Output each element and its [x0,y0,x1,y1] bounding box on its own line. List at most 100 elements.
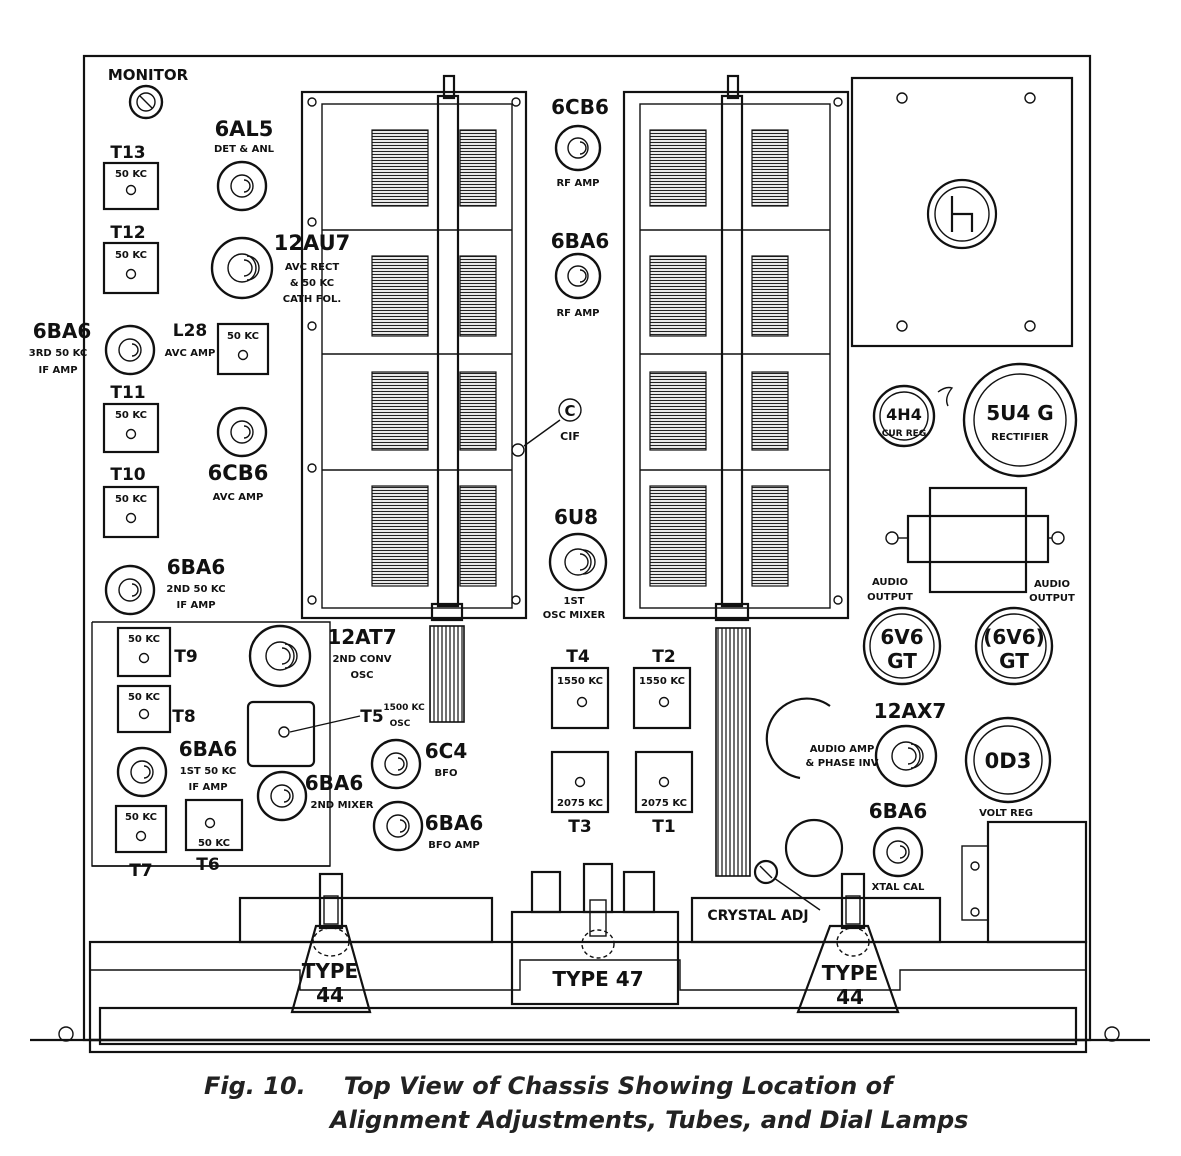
svg-text:50 KC: 50 KC [115,410,147,421]
tube-6ba6-2nd-mixer[interactable]: 6BA6 2ND MIXER [256,770,374,822]
tube-6ba6-bfo-amp[interactable]: 6BA6 BFO AMP [372,800,484,852]
svg-text:1550 KC: 1550 KC [557,676,603,687]
svg-text:T10: T10 [110,465,145,485]
tube-6ba6-3rd-if[interactable]: 6BA6 3RD 50 KC IF AMP [29,319,156,376]
transformer-t7[interactable]: 50 KC T7 [114,804,168,881]
svg-text:T1: T1 [652,817,675,837]
svg-text:3RD 50 KC: 3RD 50 KC [29,348,87,359]
transformer-t4[interactable]: T4 1550 KC [550,647,610,730]
svg-text:6CB6: 6CB6 [208,461,269,485]
svg-text:6C4: 6C4 [425,739,468,763]
tube-4h4[interactable]: 4H4 CUR REG [872,384,954,448]
svg-text:& PHASE INV: & PHASE INV [806,758,879,769]
svg-text:RECTIFIER: RECTIFIER [991,432,1049,443]
tube-6v6-left[interactable]: 6V6 GT [862,606,942,686]
svg-text:T12: T12 [110,223,145,243]
svg-text:50 KC: 50 KC [128,634,160,645]
svg-text:2075 KC: 2075 KC [641,798,687,809]
tube-0d3[interactable]: 0D3 VOLT REG [964,716,1052,819]
tube-6v6-right[interactable]: (6V6) GT [974,606,1054,686]
svg-text:T5: T5 [360,707,383,727]
tube-12at7[interactable]: 12AT7 2ND CONV OSC [248,624,397,688]
svg-text:2075 KC: 2075 KC [557,798,603,809]
transformer-t5[interactable]: T5 1500 KC OSC [246,700,425,768]
tube-12ax7[interactable]: 12AX7 AUDIO AMP & PHASE INV [806,699,947,788]
svg-text:IF AMP: IF AMP [38,365,77,376]
svg-text:TYPE: TYPE [822,961,878,985]
transformer-t8[interactable]: 50 KC T8 [116,684,196,734]
tube-5u4g[interactable]: 5U4 G RECTIFIER [962,362,1078,478]
svg-text:1500 KC: 1500 KC [383,703,425,713]
tube-12au7[interactable]: 12AU7 AVC RECT & 50 KC CATH FOL. [210,231,351,305]
tube-6u8[interactable]: 6U8 1ST OSC MIXER [543,505,608,621]
svg-text:AUDIO: AUDIO [1034,579,1070,590]
tube-6cb6-rf[interactable]: 6CB6 RF AMP [551,95,609,189]
svg-text:6BA6: 6BA6 [179,737,238,761]
terminal-strip [961,820,1088,944]
svg-text:0D3: 0D3 [985,749,1032,773]
crystal-adjust[interactable]: CRYSTAL ADJ [707,859,821,924]
figure-number: Fig. 10. [204,1072,306,1100]
tube-6cb6-avc[interactable]: 6CB6 AVC AMP [208,406,269,503]
transformer-t11[interactable]: T11 50 KC [102,383,160,454]
svg-text:T6: T6 [196,855,219,875]
tube-6c4-bfo[interactable]: 6C4 BFO [370,738,468,790]
svg-text:T13: T13 [110,143,145,163]
transformer-t12[interactable]: T12 50 KC [102,223,160,295]
svg-text:6AL5: 6AL5 [215,117,274,141]
svg-text:& 50 KC: & 50 KC [290,278,334,289]
svg-text:6BA6: 6BA6 [33,319,92,343]
dial-lamp-right: TYPE 44 [796,872,900,1014]
transformer-t13[interactable]: T13 50 KC [102,143,160,211]
svg-text:12AU7: 12AU7 [274,231,351,255]
transformer-t6[interactable]: 50 KC T6 [184,798,244,875]
tube-6ba6-1st-if[interactable]: 6BA6 1ST 50 KC IF AMP [116,737,238,798]
tube-6ba6-rf[interactable]: 6BA6 RF AMP [551,229,610,319]
svg-text:BFO AMP: BFO AMP [428,840,479,851]
svg-text:T9: T9 [174,647,197,667]
svg-text:AVC RECT: AVC RECT [285,262,339,273]
transformer-t1[interactable]: 2075 KC T1 [634,750,694,837]
svg-text:GT: GT [999,649,1029,673]
figure-caption-line1: Fig. 10.Top View of Chassis Showing Loca… [204,1072,1181,1100]
coil-l28[interactable]: L28 AVC AMP 50 KC [165,321,270,376]
chassis-frame [30,54,1150,1054]
svg-text:6BA6: 6BA6 [425,811,484,835]
transformer-t10[interactable]: T10 50 KC [102,465,160,539]
svg-text:TYPE: TYPE [302,959,358,983]
cif-adjustment[interactable]: C CIF [511,398,582,457]
transformer-t3[interactable]: 2075 KC T3 [550,750,610,837]
svg-text:6CB6: 6CB6 [551,95,609,119]
svg-text:DET & ANL: DET & ANL [214,144,275,155]
svg-text:6U8: 6U8 [554,505,598,529]
figure-caption-line2: Alignment Adjustments, Tubes, and Dial L… [330,1106,969,1134]
power-transformer-cover [850,76,1074,348]
svg-text:6V6: 6V6 [880,625,923,649]
tube-6ba6-xtal-cal[interactable]: 6BA6 XTAL CAL [869,799,928,893]
svg-text:CRYSTAL ADJ: CRYSTAL ADJ [707,908,808,924]
svg-text:CATH FOL.: CATH FOL. [283,294,341,305]
svg-text:6BA6: 6BA6 [869,799,928,823]
svg-text:50 KC: 50 KC [128,692,160,703]
svg-text:OSC MIXER: OSC MIXER [543,610,606,621]
svg-text:XTAL CAL: XTAL CAL [872,882,925,893]
output-transformer: AUDIO OUTPUT AUDIO OUTPUT [867,486,1075,604]
dial-lamp-center: TYPE 47 [510,862,680,1006]
monitor-jack[interactable]: MONITOR [108,66,189,120]
svg-text:44: 44 [836,985,864,1009]
svg-text:T3: T3 [568,817,591,837]
svg-text:2ND 50 KC: 2ND 50 KC [166,584,225,595]
svg-text:T4: T4 [566,647,590,667]
transformer-t2[interactable]: T2 1550 KC [632,647,692,730]
svg-text:50 KC: 50 KC [115,250,147,261]
svg-text:1550 KC: 1550 KC [639,676,685,687]
transformer-t9[interactable]: 50 KC T9 [116,626,198,678]
crystal-oven [784,818,844,878]
svg-text:AVC AMP: AVC AMP [213,492,264,503]
svg-text:IF AMP: IF AMP [188,782,227,793]
svg-text:AUDIO: AUDIO [872,577,908,588]
tube-6al5[interactable]: 6AL5 DET & ANL [214,117,275,212]
svg-text:BFO: BFO [435,768,458,779]
tube-6ba6-2nd-if[interactable]: 6BA6 2ND 50 KC IF AMP [104,555,226,616]
